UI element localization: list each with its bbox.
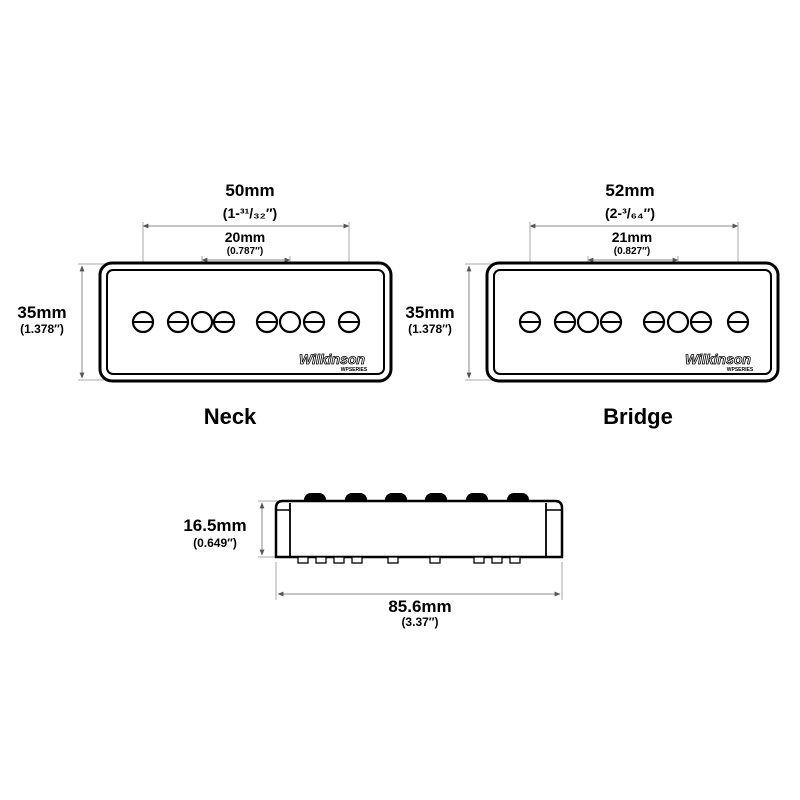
- bridge-spacing-imperial: (0.827″): [614, 246, 650, 257]
- neck-width-imperial: (1-³¹/₃₂″): [223, 205, 277, 221]
- neck-pole-slug: [190, 310, 214, 334]
- bridge-spacing-label: 21mm: [612, 229, 652, 245]
- side-lead: [387, 556, 399, 564]
- bridge-height-imperial: (1.378″): [408, 322, 452, 336]
- neck-wilkinson-logo: Wilkinson WPSERIES: [299, 351, 368, 373]
- side-height-label: 16.5mm: [183, 516, 246, 535]
- side-lead: [351, 556, 363, 564]
- bridge-width-imperial: (2-³/₆₄″): [605, 205, 655, 221]
- side-length-label: 85.6mm: [388, 597, 451, 616]
- neck-spacing-label: 20mm: [225, 229, 265, 245]
- neck-pickup-cover: [106, 269, 385, 375]
- bridge-pickup-group: 52mm (2-³/₆₄″) 21mm (0.827″) 35mm (1.378…: [405, 181, 780, 429]
- bridge-height-label: 35mm: [405, 303, 454, 322]
- bridge-wilkinson-logo: Wilkinson WPSERIES: [685, 351, 754, 373]
- neck-brand-text: Wilkinson: [299, 351, 365, 367]
- side-length-imperial: (3.37″): [401, 615, 438, 629]
- neck-height-imperial: (1.378″): [20, 322, 64, 336]
- neck-brand-series: WPSERIES: [341, 367, 368, 373]
- side-lead: [297, 556, 309, 564]
- bridge-brand-series: WPSERIES: [727, 367, 754, 373]
- neck-width-label: 50mm: [225, 181, 274, 200]
- neck-spacing-imperial: (0.787″): [227, 246, 263, 257]
- bridge-label: Bridge: [603, 404, 673, 429]
- bridge-pole-pieces: [518, 310, 750, 334]
- side-lead: [429, 556, 441, 564]
- side-pickup-body: [274, 499, 564, 559]
- bridge-brand-text: Wilkinson: [685, 351, 751, 367]
- neck-height-label: 35mm: [17, 303, 66, 322]
- neck-pole-pieces: [131, 310, 361, 334]
- side-lead: [333, 556, 345, 564]
- bridge-pole-slug: [666, 310, 690, 334]
- side-height-imperial: (0.649″): [193, 536, 237, 550]
- side-bottom-leads: [297, 556, 521, 564]
- bridge-width-label: 52mm: [605, 181, 654, 200]
- side-lead: [473, 556, 485, 564]
- bridge-pole-slug: [576, 310, 600, 334]
- neck-pickup-group: 50mm (1-³¹/₃₂″) 20mm (0.787″) 35mm (1.37…: [17, 181, 393, 429]
- bridge-pickup-cover: [493, 269, 772, 375]
- side-lead: [509, 556, 521, 564]
- neck-pole-slug: [278, 310, 302, 334]
- neck-label: Neck: [204, 404, 257, 429]
- side-lead: [491, 556, 503, 564]
- side-lead: [315, 556, 327, 564]
- side-view-group: 16.5mm (0.649″): [183, 493, 564, 629]
